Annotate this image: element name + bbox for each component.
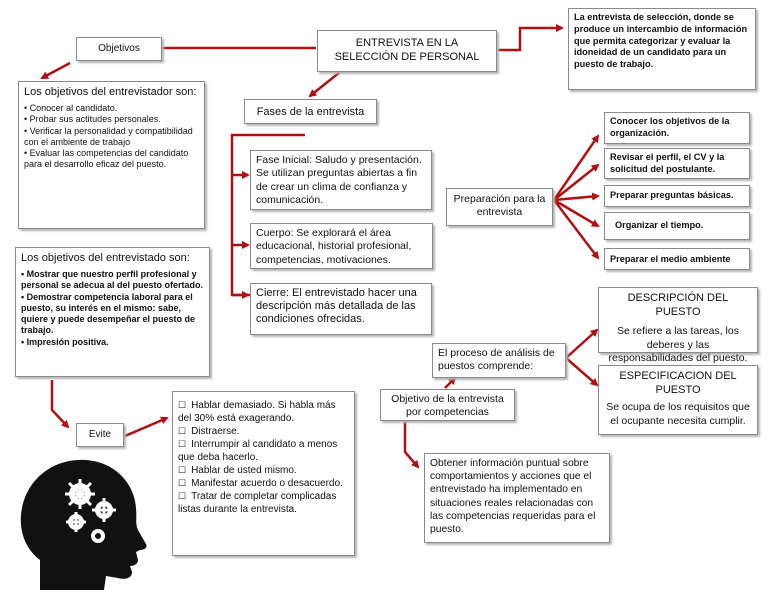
- descripcion-box: DESCRIPCIÓN DEL PUESTO Se refiere a las …: [598, 287, 758, 364]
- interviewee-title: Los objetivos del entrevistado son:: [21, 252, 190, 264]
- interviewee-objectives: Los objetivos del entrevistado son: Most…: [15, 247, 210, 377]
- interviewer-objectives: Los objetivos del entrevistador son: Con…: [18, 81, 205, 229]
- list-item: Impresión positiva.: [21, 337, 204, 348]
- arrow-prep-2: [553, 163, 600, 201]
- objetivos-label: Objetivos: [76, 37, 162, 61]
- interviewer-list: Conocer al candidato. Probar sus actitud…: [24, 103, 199, 171]
- arrow-comp-analisis: [444, 376, 457, 389]
- especificacion-box: ESPECIFICACION DEL PUESTO Se ocupa de lo…: [598, 365, 758, 435]
- list-item: Mostrar que nuestro perfil profesional y…: [21, 269, 204, 292]
- preparacion-label: Preparación para la entrevista: [446, 188, 553, 226]
- prep-item-preguntas: Preparar preguntas básicas.: [604, 185, 750, 207]
- list-item: Interrumpir al candidato a menos que deb…: [178, 438, 349, 464]
- arrow-interviewee-evite: [50, 380, 70, 429]
- list-item: Demostrar competencia laboral para el pu…: [21, 292, 204, 337]
- fase-cierre: Cierre: El entrevistado hacer una descri…: [250, 283, 432, 335]
- list-item: Conocer al candidato.: [24, 103, 199, 114]
- fases-label: Fases de la entrevista: [244, 99, 377, 124]
- definition-box: La entrevista de selección, donde se pro…: [568, 8, 756, 90]
- arrow-prep-3: [553, 192, 600, 202]
- prep-item-revisar: Revisar el perfil, el CV y la solicitud …: [604, 148, 750, 179]
- arrow-analisis-desc: [565, 328, 599, 359]
- list-item: Tratar de completar complicadas listas d…: [178, 490, 349, 516]
- list-item: Hablar de usted mismo.: [178, 464, 349, 477]
- list-item: Evaluar las competencias del candidato p…: [24, 148, 199, 171]
- especificacion-text: Se ocupa de los requisitos que el ocupan…: [606, 401, 750, 427]
- list-item: Verificar la personalidad y compatibilid…: [24, 126, 199, 149]
- arrow-prep-5: [553, 199, 600, 260]
- main-title: ENTREVISTA EN LA SELECCIÓN DE PERSONAL: [317, 30, 497, 72]
- arrow-prep-4: [553, 198, 600, 228]
- evite-label: Evite: [76, 423, 124, 447]
- prep-item-tiempo: Organizar el tiempo.: [604, 212, 750, 240]
- interviewee-list: Mostrar que nuestro perfil profesional y…: [21, 269, 204, 348]
- arrow-main-fases: [308, 71, 341, 98]
- descripcion-text: Se refiere a las tareas, los deberes y l…: [608, 325, 748, 365]
- analisis-box: El proceso de análisis de puestos compre…: [432, 343, 566, 378]
- arrow-main-definition: [497, 24, 564, 52]
- fase-cuerpo: Cuerpo: Se explorará el área educacional…: [250, 223, 433, 269]
- prep-item-medio: Preparar el medio ambiente: [604, 248, 750, 270]
- evite-list: Hablar demasiado. Si habla más del 30% e…: [172, 391, 355, 556]
- arrow-comp-obtener: [403, 420, 420, 469]
- list-item: Hablar demasiado. Si habla más del 30% e…: [178, 399, 349, 425]
- list-item: Probar sus actitudes personales.: [24, 114, 199, 125]
- fase-inicial: Fase Inicial: Saludo y presentación. Se …: [250, 150, 432, 210]
- arrow-objetivos-interviewer: [40, 61, 71, 80]
- especificacion-title: ESPECIFICACION DEL PUESTO: [619, 370, 737, 397]
- interviewer-title: Los objetivos del entrevistador son:: [24, 86, 197, 98]
- arrow-analisis-espec: [565, 357, 599, 387]
- arrow-prep-1: [552, 134, 600, 201]
- prep-item-objetivos: Conocer los objetivos de la organización…: [604, 112, 750, 144]
- competencias-box: Objetivo de la entrevista por competenci…: [380, 389, 515, 421]
- obtener-box: Obtener información puntual sobre compor…: [424, 453, 610, 543]
- list-item: Distraerse.: [178, 425, 349, 438]
- list-item: Manifestar acuerdo o desacuerdo.: [178, 477, 349, 490]
- descripcion-title: DESCRIPCIÓN DEL PUESTO: [627, 292, 729, 319]
- arrow-evite-list: [124, 416, 169, 438]
- head-gears-icon: [20, 459, 147, 590]
